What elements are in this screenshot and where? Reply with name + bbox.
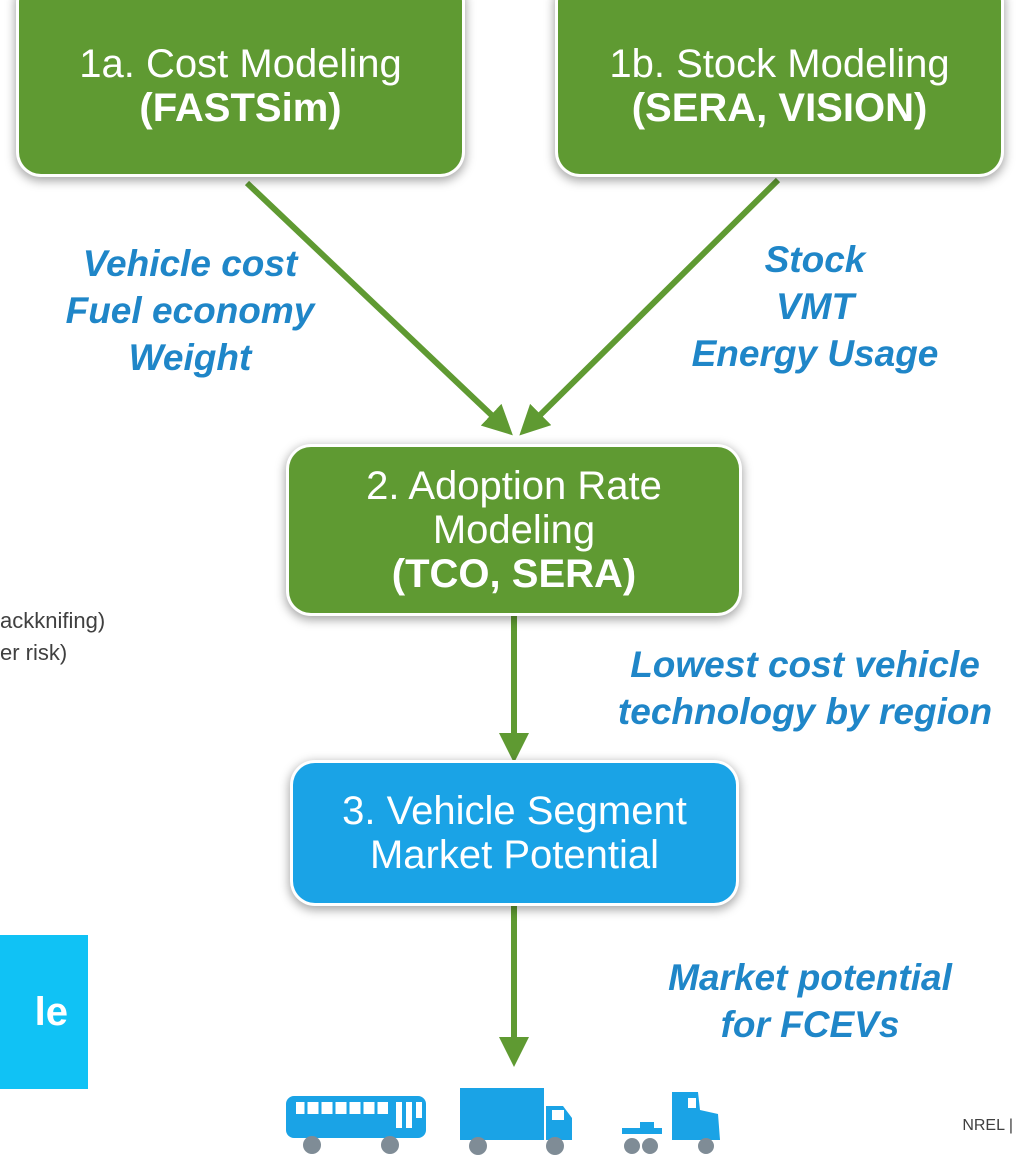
cutoff-text-1: ackknifing)	[0, 608, 106, 633]
cost-output-3: Weight	[128, 337, 252, 378]
stock-output-1: Stock	[764, 239, 866, 280]
box-truck-icon	[460, 1088, 572, 1155]
stock-modeling-box: 1b. Stock Modeling (SERA, VISION)	[558, 0, 1001, 174]
market-output-label: Market potential for FCEVs	[625, 954, 995, 1048]
cost-output-2: Fuel economy	[65, 290, 315, 331]
bus-icon	[286, 1096, 426, 1154]
market-output-1: Market potential	[668, 957, 952, 998]
side-box: le	[0, 935, 88, 1089]
footer-label: NREL |	[962, 1117, 1013, 1134]
cost-outputs-label: Vehicle cost Fuel economy Weight	[20, 240, 360, 381]
stock-output-2: VMT	[775, 286, 855, 327]
adoption-rate-box: 2. Adoption Rate Modeling (TCO, SERA)	[289, 447, 739, 613]
market-output-2: for FCEVs	[720, 1004, 900, 1045]
adoption-output-2: technology by region	[617, 691, 993, 732]
cutoff-text-2: er risk)	[0, 640, 68, 665]
stock-modeling-tools: (SERA, VISION)	[631, 86, 928, 130]
adoption-output-label: Lowest cost vehicle technology by region	[585, 641, 1025, 735]
adoption-output-1: Lowest cost vehicle	[630, 644, 980, 685]
stock-output-3: Energy Usage	[691, 333, 939, 374]
arrow-stock-to-adoption	[519, 177, 781, 436]
market-potential-title: 3. Vehicle Segment	[342, 789, 687, 833]
market-potential-box: 3. Vehicle Segment Market Potential	[293, 763, 736, 903]
cost-modeling-box: 1a. Cost Modeling (FASTSim)	[19, 0, 462, 174]
side-box-text: le	[34, 989, 68, 1034]
adoption-rate-title-2: Modeling	[432, 508, 596, 552]
cost-output-1: Vehicle cost	[82, 243, 298, 284]
cost-modeling-tool: (FASTSim)	[139, 86, 342, 130]
semi-truck-icon	[622, 1092, 720, 1154]
stock-modeling-title: 1b. Stock Modeling	[609, 42, 950, 86]
arrow-cost-to-adoption	[244, 180, 513, 436]
cost-modeling-title: 1a. Cost Modeling	[79, 42, 402, 86]
adoption-rate-tools: (TCO, SERA)	[391, 552, 637, 596]
stock-outputs-label: Stock VMT Energy Usage	[665, 236, 965, 377]
adoption-rate-title: 2. Adoption Rate	[366, 464, 662, 508]
market-potential-title-2: Market Potential	[369, 833, 660, 877]
